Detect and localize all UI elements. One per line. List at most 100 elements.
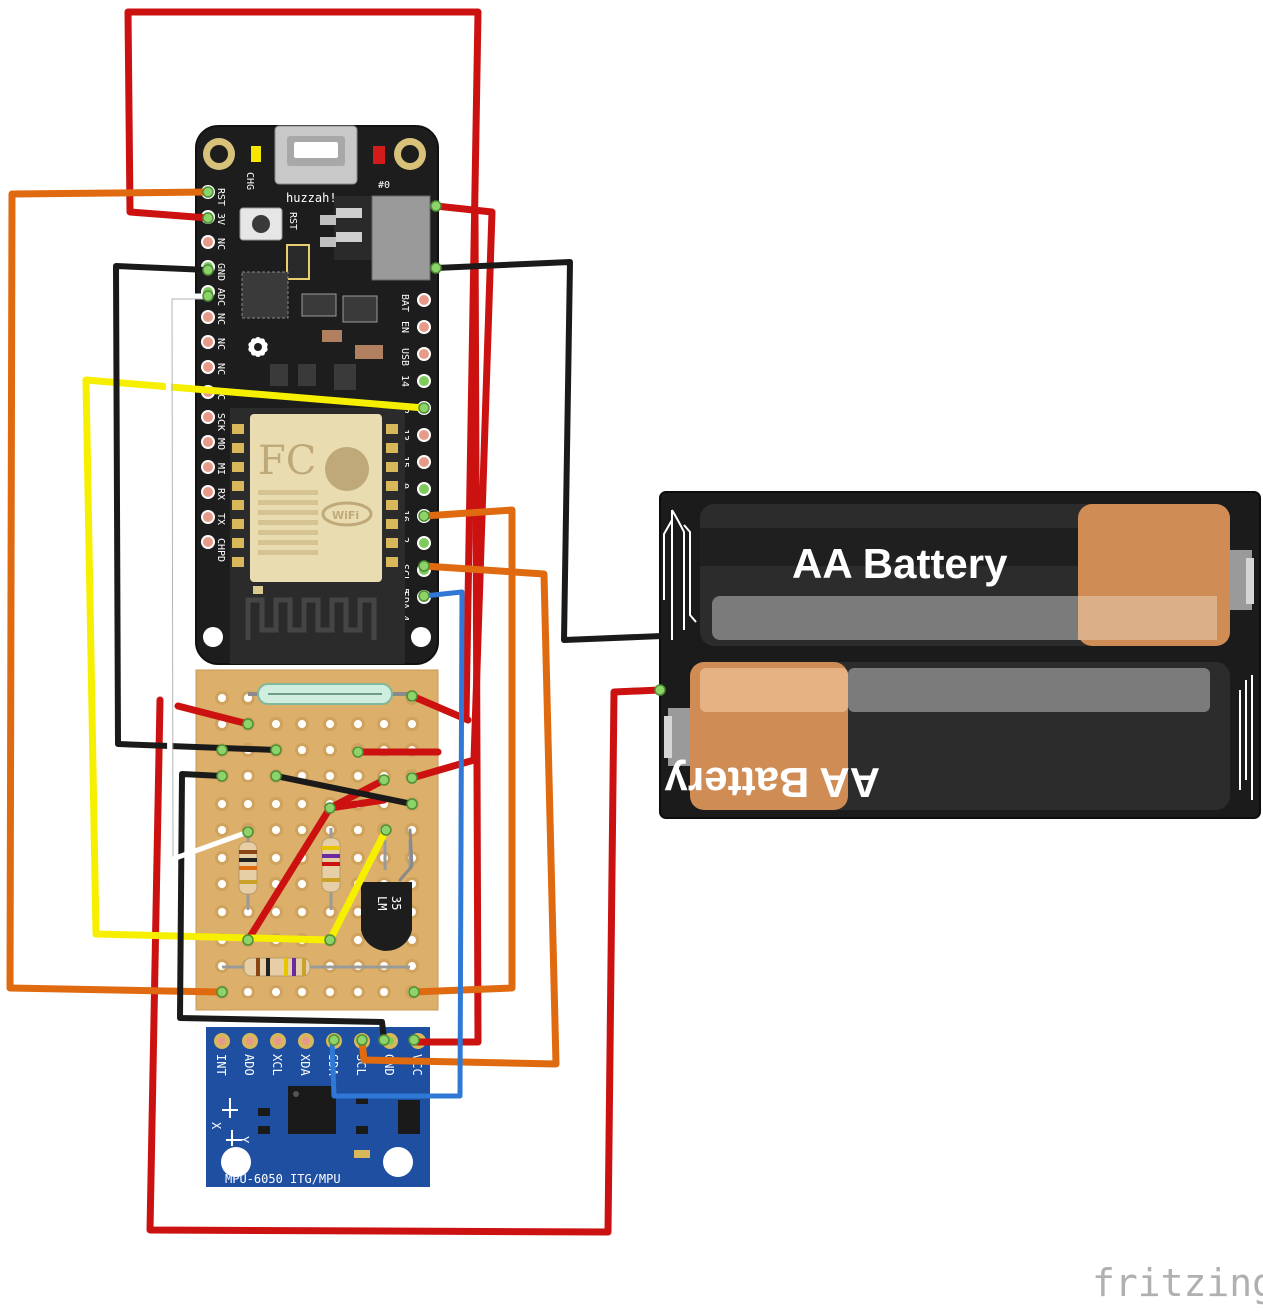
perf-hole xyxy=(354,936,362,944)
perf-hole xyxy=(298,800,306,808)
wire-red xyxy=(408,692,472,724)
mpu-pin-label: ADO xyxy=(242,1054,256,1076)
wire-joint xyxy=(202,290,214,302)
perf-hole xyxy=(326,746,334,754)
mpu-pin-label: XDA xyxy=(298,1054,312,1076)
module-pad xyxy=(386,424,398,434)
wire-joint xyxy=(430,200,442,212)
wire-joint xyxy=(324,802,336,814)
perf-hole xyxy=(244,988,252,996)
resistor-icon xyxy=(222,957,410,977)
perf-hole xyxy=(354,772,362,780)
wire-black xyxy=(113,263,279,753)
battery-label-inverted: AA Battery xyxy=(664,759,880,806)
wire-red xyxy=(410,210,482,1046)
pin-label: BAT xyxy=(399,294,410,312)
wire-joint xyxy=(418,560,430,572)
header-pin xyxy=(417,320,431,334)
pin-label: NC xyxy=(215,238,226,250)
wire-joint xyxy=(270,744,282,756)
pin-label: MI xyxy=(215,463,226,475)
axis-icon xyxy=(222,1098,242,1146)
perf-hole xyxy=(272,908,280,916)
wire-joint xyxy=(202,264,214,276)
perf-hole xyxy=(272,988,280,996)
module-pad xyxy=(386,500,398,510)
pcb-antenna-icon xyxy=(245,597,377,640)
perf-hole xyxy=(354,720,362,728)
perf-hole xyxy=(380,988,388,996)
battery-label: AA Battery xyxy=(792,540,1008,587)
perf-hole xyxy=(244,772,252,780)
wire-joint xyxy=(418,402,430,414)
wire-white-outline xyxy=(171,298,209,857)
mpu-pin-label: VCC xyxy=(410,1054,424,1076)
header-pin xyxy=(201,535,215,549)
mpu-pin-hole xyxy=(218,1037,226,1045)
mount-hole-icon xyxy=(221,1147,251,1177)
header-pin xyxy=(417,428,431,442)
wire-orange xyxy=(358,562,560,1068)
perfboard: LM 35 xyxy=(195,669,439,1011)
module-pad xyxy=(386,462,398,472)
perf-hole xyxy=(298,746,306,754)
mpu-pin-hole xyxy=(246,1037,254,1045)
aa-battery-cell: AA Battery xyxy=(664,662,1230,810)
axis-y-label: Y xyxy=(237,1136,251,1144)
header-pin xyxy=(417,455,431,469)
pin-label: 3V xyxy=(215,213,226,225)
perf-hole xyxy=(326,772,334,780)
axis-x-label: X xyxy=(209,1122,223,1130)
perf-hole xyxy=(380,720,388,728)
wire-joint xyxy=(408,1034,420,1046)
wire-joint xyxy=(216,986,228,998)
perf-hole xyxy=(272,800,280,808)
wire-red xyxy=(174,702,252,728)
module-pad xyxy=(232,481,244,491)
pin-label: MO xyxy=(215,438,226,450)
header-pin xyxy=(417,482,431,496)
wire-red xyxy=(146,686,664,1236)
pin-label: 14 xyxy=(399,375,410,387)
wire-white xyxy=(165,293,251,863)
module-pad xyxy=(386,538,398,548)
pin-label: NC xyxy=(215,313,226,325)
wire-joint xyxy=(216,744,228,756)
header-pin xyxy=(417,293,431,307)
pin-label: CHPD xyxy=(215,538,226,562)
sensor-label-line2: 35 xyxy=(389,896,403,910)
header-pin xyxy=(201,235,215,249)
mount-hole-icon xyxy=(383,1147,413,1177)
resistor-icon xyxy=(238,828,258,910)
perf-hole xyxy=(218,800,226,808)
perf-hole xyxy=(354,988,362,996)
module-pad xyxy=(386,481,398,491)
perf-hole xyxy=(272,854,280,862)
header-pin xyxy=(201,310,215,324)
mpu-pin-hole xyxy=(302,1037,310,1045)
module-pad xyxy=(232,519,244,529)
wire-joint xyxy=(216,770,228,782)
wire-joint xyxy=(406,690,418,702)
pin-label: ADC xyxy=(215,288,226,306)
perf-hole xyxy=(298,988,306,996)
module-pad xyxy=(232,500,244,510)
perf-hole xyxy=(354,826,362,834)
module-pad xyxy=(386,557,398,567)
mount-hole-icon xyxy=(203,627,223,647)
wire-joint xyxy=(380,824,392,836)
module-pad xyxy=(232,462,244,472)
perf-hole xyxy=(298,908,306,916)
wire-orange xyxy=(6,188,224,996)
perf-hole xyxy=(354,908,362,916)
perf-hole xyxy=(244,908,252,916)
wire-joint xyxy=(202,212,214,224)
wire-joint xyxy=(242,934,254,946)
wire-joint xyxy=(242,826,254,838)
wire-black xyxy=(177,771,387,1043)
pin-label: NC xyxy=(215,363,226,375)
chip-icon xyxy=(241,271,289,319)
wire-red xyxy=(408,202,496,782)
header-pin xyxy=(417,347,431,361)
wires xyxy=(6,8,665,1236)
